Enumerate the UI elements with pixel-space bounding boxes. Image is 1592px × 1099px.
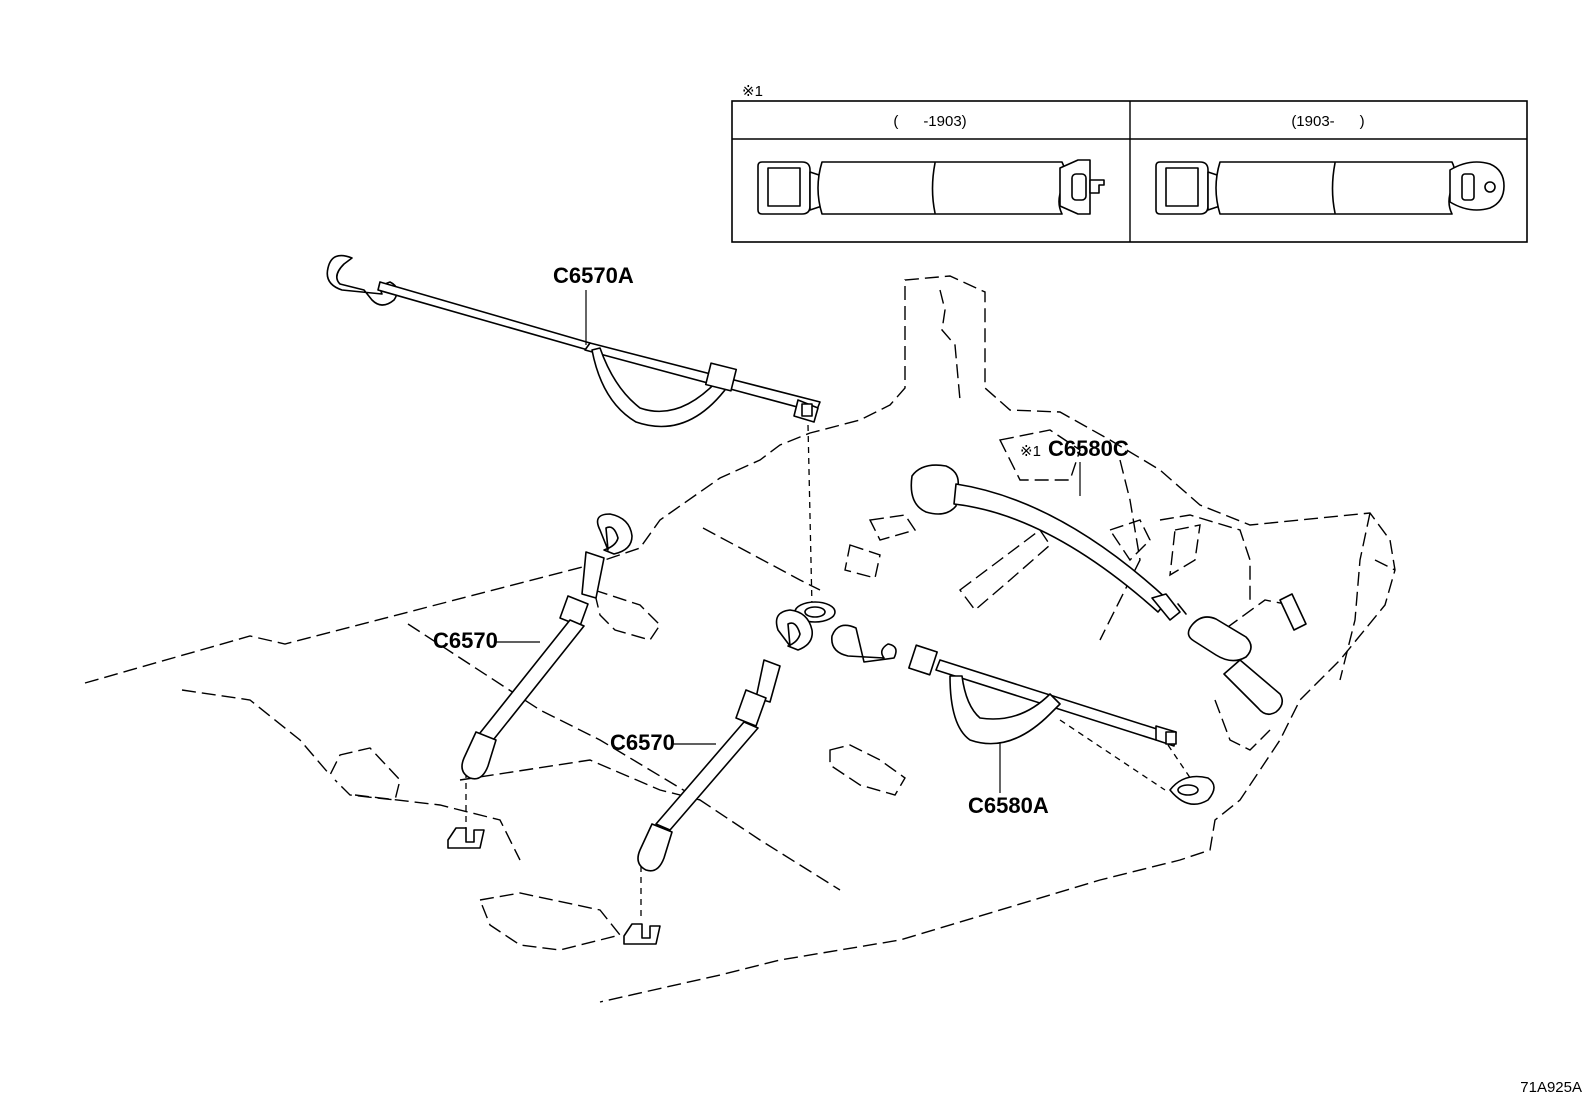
inset-note-marker: ※1 (742, 83, 763, 100)
label-c6580c-marker: ※1 (1020, 443, 1041, 460)
hook-icon (775, 609, 814, 651)
latch-plate-icon (1059, 159, 1105, 215)
belt-c6580a (831, 624, 1177, 747)
belt-buckle-icon (910, 464, 960, 515)
belt-c6570-right (637, 609, 814, 872)
hook-icon (831, 624, 897, 663)
drawing-code: 71A925A (1520, 1079, 1582, 1096)
belt-variant-late (1155, 161, 1505, 215)
belt-c6570-left (461, 513, 633, 780)
inset-header-right: (1903- ) (1291, 113, 1364, 130)
label-c6580c: C6580C (1048, 436, 1129, 461)
inset-header-left: ( -1903) (893, 113, 966, 130)
belt-c6570a (326, 254, 821, 428)
front-seat-buckle (1187, 593, 1307, 716)
belt-buckle-icon (757, 161, 823, 215)
label-c6570-left: C6570 (433, 628, 498, 653)
hook-icon (596, 513, 633, 555)
part-labels: C6570A ※1 C6580C C6570 C6570 C6580A (433, 263, 1129, 818)
installation-lines (465, 424, 1196, 920)
vehicle-floor-outline (84, 275, 1396, 1003)
anchor-plate-icon (1449, 161, 1505, 211)
belt-variant-early (757, 159, 1105, 215)
belt-c6580c (910, 464, 1187, 621)
hook-icon (326, 254, 398, 306)
label-c6570-right: C6570 (610, 730, 675, 755)
variant-inset-table: ※1 ( -1903) (1903- ) (731, 83, 1528, 243)
label-c6570a: C6570A (553, 263, 634, 288)
label-c6580a: C6580A (968, 793, 1049, 818)
belt-buckle-icon (1155, 161, 1221, 215)
